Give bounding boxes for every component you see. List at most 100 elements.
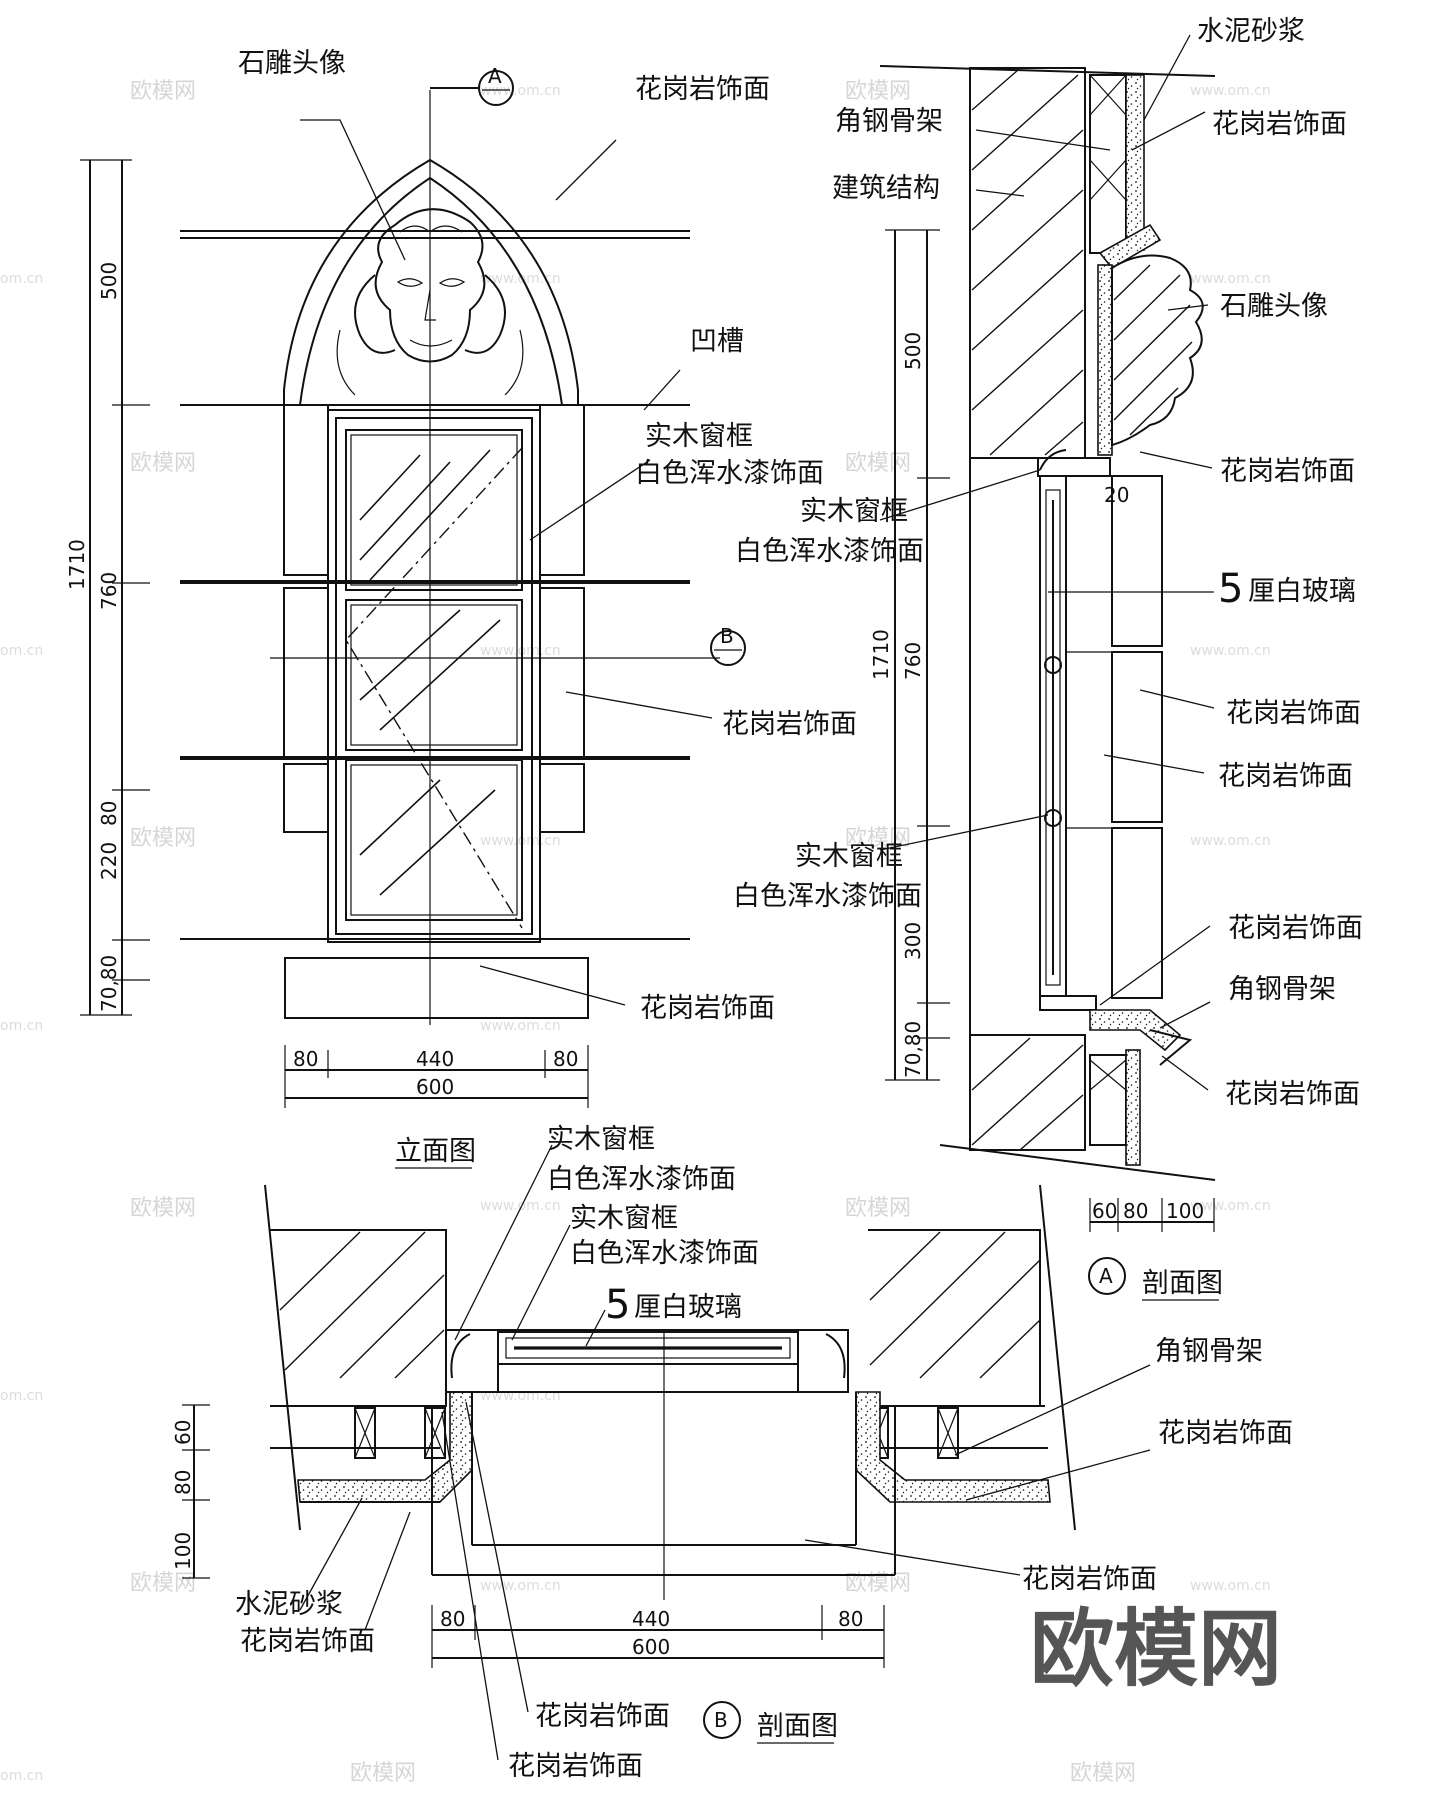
watermark-url: om.cn <box>0 1388 43 1404</box>
elevation-bottom-dims <box>284 1045 589 1108</box>
label-cement-mortar: 水泥砂浆 <box>1197 16 1305 47</box>
svg-text:A: A <box>1099 1264 1113 1288</box>
label-granite: 花岗岩饰面 <box>240 1626 375 1657</box>
label-glass-number: 5 <box>1218 566 1243 612</box>
dim-80: 80 <box>838 1607 863 1631</box>
watermark-url: www.om.cn <box>1190 83 1271 99</box>
section-b-title: 剖面图 <box>757 1711 838 1742</box>
watermark-url: www.om.cn <box>1190 1578 1271 1594</box>
watermark-url: www.om.cn <box>1190 1198 1271 1214</box>
watermark-url: www.om.cn <box>480 1388 561 1404</box>
label-wood-frame: 实木窗框 <box>800 496 908 527</box>
wall-hatching <box>971 69 1084 1151</box>
watermark-text: 欧模网 <box>1070 1761 1136 1786</box>
label-granite: 花岗岩饰面 <box>1212 109 1347 140</box>
section-b-bottom-dims <box>431 1605 885 1668</box>
section-a-view: 1710 500 760 300 70,80 20 60 80 100 A 剖面… <box>733 16 1363 1301</box>
dim-80: 80 <box>1123 1199 1148 1223</box>
label-white-paint: 白色浑水漆饰面 <box>570 1238 759 1269</box>
section-b-side-dims <box>182 1404 210 1579</box>
dim-60: 60 <box>171 1420 195 1445</box>
label-granite: 花岗岩饰面 <box>1228 913 1363 944</box>
watermark-url: www.om.cn <box>480 643 561 659</box>
watermark-url: www.om.cn <box>480 1018 561 1034</box>
svg-text:B: B <box>714 1708 728 1732</box>
label-granite: 花岗岩饰面 <box>1022 1564 1157 1595</box>
label-wood-frame: 实木窗框 <box>547 1124 655 1155</box>
elevation-view: A B 1710 500 760 80 220 70,80 <box>65 48 857 1169</box>
label-cement-mortar: 水泥砂浆 <box>235 1589 343 1620</box>
section-marker-a: A <box>430 64 514 106</box>
glass-pane-bottom <box>345 759 523 921</box>
stone-head-profile <box>1111 254 1204 447</box>
dim-600: 600 <box>632 1635 670 1659</box>
label-glass-number: 5 <box>605 1282 630 1328</box>
watermark-text: 欧模网 <box>130 1571 196 1596</box>
dim-80: 80 <box>440 1607 465 1631</box>
glass-pane-top <box>345 429 523 591</box>
dim-80: 80 <box>171 1470 195 1495</box>
label-glass: 厘白玻璃 <box>634 1292 742 1323</box>
label-granite: 花岗岩饰面 <box>508 1751 643 1782</box>
watermark-url: om.cn <box>0 1018 43 1034</box>
watermark-text: 欧模网 <box>130 826 196 851</box>
stone-head-carving <box>336 208 524 396</box>
label-granite: 花岗岩饰面 <box>1225 1079 1360 1110</box>
glass-pane-middle <box>345 599 523 751</box>
watermark-url: www.om.cn <box>480 833 561 849</box>
label-groove: 凹槽 <box>690 326 744 357</box>
label-granite: 花岗岩饰面 <box>722 709 857 740</box>
watermark-url: www.om.cn <box>480 1578 561 1594</box>
dim-80: 80 <box>293 1047 318 1071</box>
watermark-layer: 欧模网 欧模网 欧模网 欧模网 欧模网 欧模网 欧模网 欧模网 欧模网 欧模网 … <box>0 79 1271 1786</box>
left-pier <box>270 1229 447 1407</box>
dim-500: 500 <box>901 332 925 370</box>
watermark-text: 欧模网 <box>130 79 196 104</box>
section-b-view: 60 80 100 80 440 80 600 B 剖面图 实木窗框 白色浑水漆… <box>171 1124 1293 1782</box>
dim-20: 20 <box>1104 483 1129 507</box>
dim-1710: 1710 <box>65 539 89 590</box>
label-stone-head: 石雕头像 <box>1220 291 1328 322</box>
dim-70-80: 70,80 <box>97 955 121 1012</box>
dim-80: 80 <box>97 801 121 826</box>
label-glass: 厘白玻璃 <box>1248 576 1356 607</box>
section-a-bottom-dims <box>1089 1198 1215 1232</box>
window-sill <box>284 957 589 1019</box>
label-granite: 花岗岩饰面 <box>635 74 770 105</box>
dim-440: 440 <box>416 1047 454 1071</box>
dim-70-80: 70,80 <box>901 1021 925 1078</box>
section-marker-b: B <box>710 624 746 666</box>
dim-760: 760 <box>97 572 121 610</box>
watermark-url: www.om.cn <box>1190 271 1271 287</box>
watermark-logo: 欧模网 <box>1030 1600 1282 1698</box>
gothic-arch-inner <box>299 176 563 406</box>
stone-head-hatch <box>1113 264 1193 436</box>
watermark-url: om.cn <box>0 1768 43 1784</box>
left-pier-hatch <box>279 1231 445 1379</box>
watermark-url: om.cn <box>0 271 43 287</box>
label-granite: 花岗岩饰面 <box>535 1701 670 1732</box>
right-pier-hatch <box>869 1231 1041 1379</box>
label-granite: 花岗岩饰面 <box>640 993 775 1024</box>
section-a-title: 剖面图 <box>1142 1268 1223 1299</box>
svg-text:A: A <box>488 64 502 88</box>
watermark-text: 欧模网 <box>130 1196 196 1221</box>
section-a-dimension-chain <box>885 229 950 1081</box>
dim-1710: 1710 <box>869 629 893 680</box>
elevation-title: 立面图 <box>395 1136 476 1167</box>
watermark-url: www.om.cn <box>480 271 561 287</box>
elevation-dimension-chain <box>80 159 150 1016</box>
label-angle-steel: 角钢骨架 <box>1155 1336 1263 1367</box>
label-wood-frame: 实木窗框 <box>645 421 753 452</box>
watermark-text: 欧模网 <box>350 1761 416 1786</box>
dim-100: 100 <box>1166 1199 1204 1223</box>
dim-600: 600 <box>416 1075 454 1099</box>
watermark-text: 欧模网 <box>845 451 911 476</box>
watermark-url: www.om.cn <box>1190 643 1271 659</box>
label-angle-steel: 角钢骨架 <box>1228 974 1336 1005</box>
structural-wall <box>969 67 1086 459</box>
watermark-text: 欧模网 <box>845 826 911 851</box>
dim-760: 760 <box>901 642 925 680</box>
svg-text:B: B <box>720 624 734 648</box>
